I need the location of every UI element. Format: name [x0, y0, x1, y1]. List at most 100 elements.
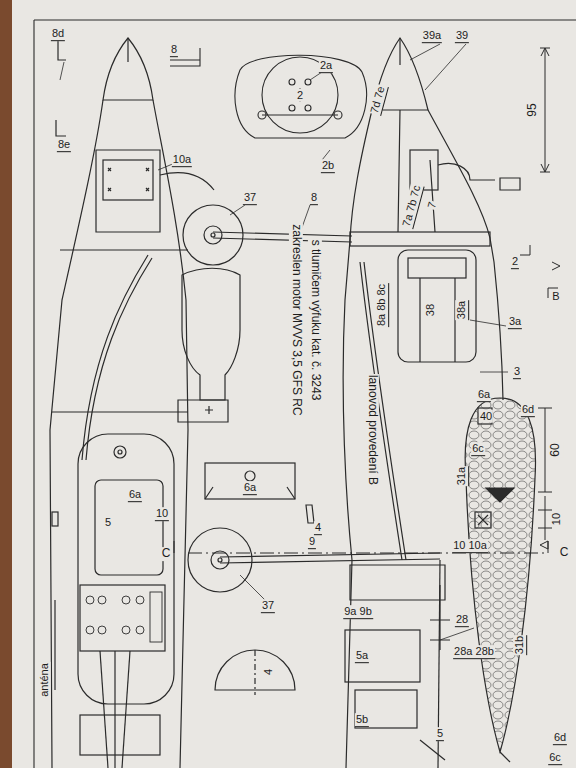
callout-number: 7d 7e [368, 84, 389, 116]
dimensions-stroke [174, 541, 548, 553]
callout-number: 5 [436, 727, 444, 741]
side-view-stroke [345, 630, 420, 682]
top-view-stroke [96, 150, 160, 232]
landing-gear-stroke [205, 463, 295, 499]
callout-number: 2 [296, 89, 304, 102]
landing-gear-stroke [245, 471, 255, 481]
callout-number: 8e [57, 138, 71, 152]
side-view-stroke [420, 740, 445, 760]
side-view-stroke [350, 565, 445, 600]
dimensions-stroke [541, 48, 549, 172]
drawing-stroke-stroke [136, 626, 144, 634]
landing-gear-stroke [182, 268, 240, 400]
top-view-stroke [52, 411, 188, 412]
top-view-stroke [160, 173, 214, 190]
callout-number: 4 [262, 668, 275, 676]
callout-number: 4 [314, 521, 322, 535]
landing-gear-stroke [306, 505, 314, 523]
frame [34, 20, 576, 768]
callout-number: 37 [261, 599, 275, 613]
dimensions [174, 48, 560, 553]
top-view-stroke [82, 255, 148, 460]
top-view-stroke [103, 160, 153, 200]
landing-gear-stroke [188, 528, 252, 592]
drawing-stroke-stroke [86, 626, 94, 634]
top-view-stroke [127, 38, 128, 62]
callout-number: 40 [479, 410, 493, 423]
engine-mount-stroke [289, 79, 295, 85]
landing-gear-stroke [218, 558, 222, 562]
callout-number: lanovod provedení B [365, 374, 379, 486]
drawing-stroke-stroke [136, 596, 144, 604]
engine-mount-stroke [262, 57, 338, 133]
side-view-stroke [360, 262, 402, 560]
leader-lines-stroke [480, 372, 508, 373]
leader-lines-stroke [240, 575, 265, 600]
top-view-stroke [86, 258, 152, 460]
callout-number: C [161, 547, 172, 561]
drawing-stroke-stroke [122, 626, 130, 634]
callout-number: 31b [513, 635, 527, 655]
side-view-stroke [398, 250, 476, 362]
callout-number: 8d [51, 27, 65, 41]
top-view-stroke [153, 100, 188, 768]
side-view-stroke [350, 232, 490, 246]
drawing-stroke-stroke [150, 592, 162, 642]
callout-number: 5b [355, 713, 369, 727]
callout-number: 8a 8b 8c [375, 283, 389, 327]
callout-number: C [559, 546, 570, 560]
callout-number: 37 [243, 191, 257, 205]
side-view-stroke [399, 38, 400, 65]
landing-gear [178, 205, 440, 695]
callout-number: 10 [155, 507, 169, 521]
top-view [50, 38, 214, 768]
drawing-stroke-stroke [98, 626, 106, 634]
leader-lines-stroke [230, 205, 245, 215]
top-view-stroke [78, 434, 174, 704]
side-view-stroke [364, 262, 406, 560]
top-view-stroke [52, 512, 58, 526]
callout-number: anténa [38, 662, 51, 698]
drawing-stroke-stroke [122, 596, 130, 604]
callout-number: 8 [310, 191, 318, 205]
landing-gear-stroke [213, 232, 352, 236]
leader-lines-stroke [310, 72, 322, 80]
side-view-stroke [408, 258, 466, 278]
dimensions-stroke [545, 408, 546, 492]
top-view-stroke [100, 651, 108, 768]
callout-number: 2b [321, 159, 335, 173]
callout-number: 6c [471, 442, 485, 456]
dimensions-stroke [188, 553, 548, 554]
dimensions-stroke [540, 48, 550, 172]
top-view-stroke [60, 249, 188, 250]
top-view-stroke [108, 168, 149, 191]
callout-number: 28a 28b [453, 645, 495, 659]
wing-section-stroke [486, 488, 514, 502]
top-view-stroke [54, 600, 55, 690]
callout-number: 38 [424, 303, 437, 317]
wing-section-stroke [465, 398, 535, 752]
callout-number: 10a [172, 153, 192, 167]
drawing-stroke [86, 592, 162, 642]
callout-number: 6d [521, 403, 535, 417]
callout-number: 5 [104, 516, 112, 529]
landing-gear-stroke [204, 226, 222, 244]
drawing-stroke-stroke [98, 596, 106, 604]
side-view-stroke [428, 110, 503, 400]
landing-gear-stroke [178, 400, 228, 422]
top-view-stroke [80, 715, 160, 755]
callout-number: 3a [508, 315, 522, 329]
callout-number: 95 [526, 102, 540, 117]
landing-gear-stroke [211, 551, 229, 569]
callout-number: 6c [548, 751, 562, 765]
leader-lines-stroke [425, 44, 466, 90]
leader-lines-stroke [410, 44, 440, 60]
callout-number: 6a [128, 488, 142, 502]
landing-gear-stroke [254, 650, 255, 695]
top-view-stroke [118, 450, 122, 454]
callout-number: 10 [550, 512, 563, 526]
callout-number: 5a [355, 649, 369, 663]
callout-number: B [551, 290, 560, 303]
